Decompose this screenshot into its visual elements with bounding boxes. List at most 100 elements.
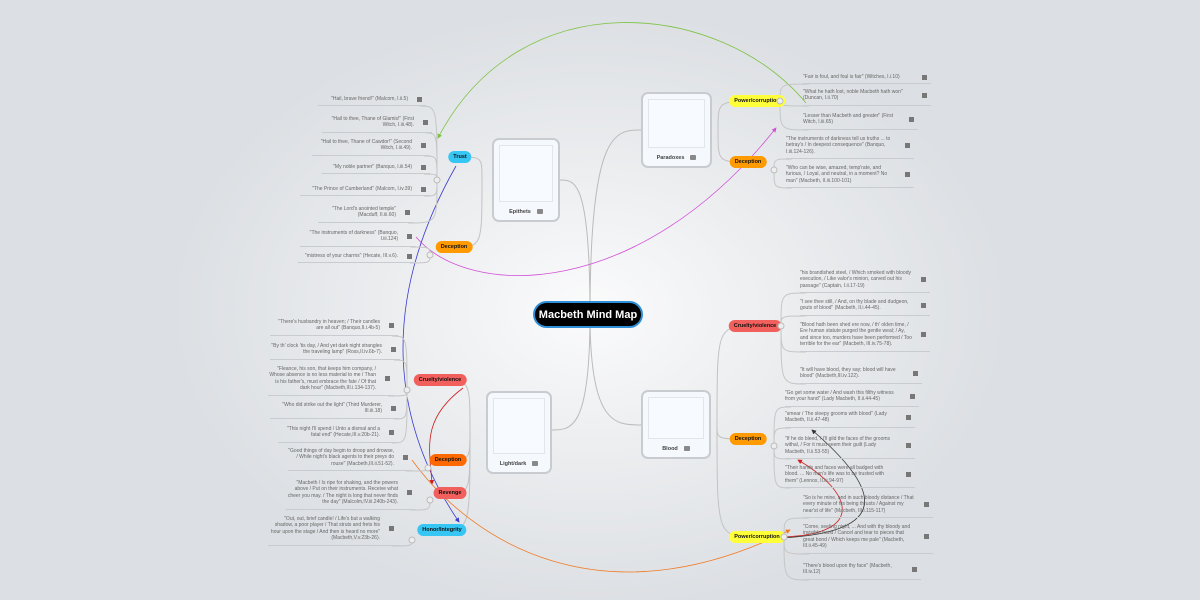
note-icon[interactable] [921, 277, 926, 283]
relationship-arrow [437, 22, 807, 139]
topic-node-lightdark[interactable]: Light/dark [486, 391, 552, 474]
quote-item[interactable]: "It will have blood, they say; blood wil… [800, 367, 922, 384]
quote-item[interactable]: "So is he mine, and in such bloody dista… [803, 495, 933, 519]
quote-item[interactable]: "My noble partner" (Banquo, I.iii.54) [322, 164, 430, 175]
quote-text: "Hail, brave friend!" (Malcom, I.ii.5) [331, 96, 408, 102]
branch-power-corruption[interactable]: Power/corruption [729, 531, 785, 543]
note-icon[interactable] [421, 186, 426, 192]
note-icon[interactable] [407, 253, 412, 259]
collapse-toggle[interactable] [408, 536, 416, 544]
collapse-toggle[interactable] [403, 386, 411, 394]
topic-connector [589, 129, 642, 316]
quote-item[interactable]: "Who can be wise, amazed, temp'rate, and… [786, 165, 914, 189]
branch-deception[interactable]: Deception [429, 454, 467, 466]
quote-item[interactable]: "Their hands and faces were all badged w… [785, 465, 915, 489]
quote-item[interactable]: "smear / The sleepy grooms with blood" (… [785, 411, 915, 428]
note-icon[interactable] [913, 370, 918, 376]
collapse-toggle[interactable] [770, 166, 778, 174]
quote-item[interactable]: "This night I'll spend / Unto a dismal a… [278, 426, 398, 443]
quote-item[interactable]: "Fair is foul, and foul is fair" (Witche… [803, 74, 931, 85]
note-icon[interactable] [922, 92, 927, 98]
quote-text: "There's husbandry in heaven; / Their ca… [278, 319, 380, 332]
note-icon[interactable] [921, 332, 926, 338]
quote-item[interactable]: "Who did strike out the light" (Third Mu… [270, 402, 400, 419]
note-icon[interactable] [912, 566, 917, 572]
quote-item[interactable]: "I see thee still, / And, on thy blade a… [800, 299, 930, 316]
quote-text: "The Lord's anointed temple" (Macduff, I… [332, 206, 396, 219]
note-icon[interactable] [421, 164, 426, 170]
topic-node-paradoxes[interactable]: Paradoxes [641, 92, 712, 168]
note-icon[interactable] [906, 443, 911, 449]
note-icon[interactable] [389, 526, 394, 532]
quote-item[interactable]: "Hail, brave friend!" (Malcom, I.ii.5) [318, 96, 426, 107]
note-icon[interactable] [910, 393, 915, 399]
note-icon[interactable] [906, 414, 911, 420]
note-icon[interactable] [407, 490, 412, 496]
branch-deception[interactable]: Deception [729, 433, 767, 445]
quote-item[interactable]: "What he hath lost, noble Macbeth hath w… [803, 89, 931, 106]
branch-cruelty-violence[interactable]: Cruelty/violence [413, 374, 467, 386]
topic-node-epithets[interactable]: Epithets [492, 138, 560, 222]
quote-item[interactable]: "Blood hath been shed ere now, / th' old… [800, 322, 930, 352]
topic-image [648, 99, 705, 148]
note-icon[interactable] [391, 346, 396, 352]
quote-text: "Go get some water / And wash this filth… [785, 390, 894, 403]
collapse-toggle[interactable] [426, 496, 434, 504]
quote-item[interactable]: "There's husbandry in heaven; / Their ca… [270, 319, 398, 336]
note-icon[interactable] [921, 302, 926, 308]
branch-connector [441, 429, 471, 531]
topic-image [499, 145, 553, 202]
collapse-toggle[interactable] [770, 442, 778, 450]
note-icon[interactable] [906, 472, 911, 478]
quote-item[interactable]: "Macbeth / Is ripe for shaking, and the … [286, 480, 416, 510]
quote-item[interactable]: "Go get some water / And wash this filth… [785, 390, 919, 407]
quote-item[interactable]: "Out, out, brief candle! / Life's but a … [268, 516, 398, 546]
note-icon[interactable] [389, 322, 394, 328]
note-icon[interactable] [389, 429, 394, 435]
note-icon[interactable] [905, 143, 910, 149]
note-icon[interactable] [421, 142, 426, 148]
note-icon[interactable] [905, 172, 910, 178]
note-icon[interactable] [385, 376, 390, 382]
quote-item[interactable]: "There's blood upon thy face" (Macbeth, … [803, 563, 921, 580]
branch-revenge[interactable]: Revenge [433, 487, 467, 499]
branch-deception[interactable]: Deception [729, 156, 767, 168]
collapse-toggle[interactable] [433, 176, 441, 184]
quote-item[interactable]: "mistress of your charms" (Hecate, III.v… [298, 253, 416, 264]
central-topic[interactable]: Macbeth Mind Map [533, 301, 643, 328]
note-icon[interactable] [391, 405, 396, 411]
branch-deception[interactable]: Deception [435, 241, 473, 253]
quote-item[interactable]: "Hail to thee, Thane of Cawdor!" (Second… [312, 139, 430, 156]
collapse-toggle[interactable] [776, 97, 784, 105]
quote-item[interactable]: "By th' clock 'tis day, / And yet dark n… [270, 343, 400, 360]
quote-item[interactable]: "his brandished steel, / Which smoked wi… [800, 270, 930, 294]
quote-item[interactable]: "Come, seeling night, ... And with thy b… [803, 524, 933, 554]
branch-power-corruption[interactable]: Power/corruption [729, 95, 785, 107]
note-icon[interactable] [423, 119, 428, 125]
note-icon[interactable] [407, 233, 412, 239]
collapse-toggle[interactable] [780, 533, 788, 541]
note-icon[interactable] [909, 116, 914, 122]
quote-item[interactable]: "If he do bleed, / I'll gild the faces o… [785, 436, 915, 460]
quote-item[interactable]: "The Prince of Cumberland" (Malcom, I.iv… [300, 186, 430, 197]
note-icon[interactable] [924, 534, 929, 540]
note-icon[interactable] [405, 209, 410, 215]
quote-item[interactable]: "Lesser than Macbeth and greater" (First… [803, 113, 918, 130]
quote-item[interactable]: "The instruments of darkness tell us tru… [786, 136, 914, 160]
quote-item[interactable]: "Hail to thee, Thane of Glamis!" (First … [322, 116, 432, 133]
branch-cruelty-violence[interactable]: Cruelty/violence [728, 320, 782, 332]
topic-node-blood[interactable]: Blood [641, 390, 711, 459]
note-icon[interactable] [403, 455, 408, 461]
quote-item[interactable]: "The Lord's anointed temple" (Macduff, I… [318, 206, 414, 223]
quote-item[interactable]: "Fleance, his son, that keeps him compan… [268, 366, 394, 396]
note-icon[interactable] [924, 502, 929, 508]
collapse-toggle[interactable] [424, 464, 432, 472]
collapse-toggle[interactable] [426, 251, 434, 259]
branch-trust[interactable]: Trust [448, 151, 472, 163]
quote-item[interactable]: "Good things of day begin to droop and d… [288, 448, 412, 472]
note-icon[interactable] [417, 96, 422, 102]
quote-item[interactable]: "The instruments of darkness" (Banquo, I… [300, 230, 416, 247]
collapse-toggle[interactable] [777, 322, 785, 330]
branch-honor-integrity[interactable]: Honor/Integrity [417, 524, 467, 536]
note-icon[interactable] [922, 74, 927, 80]
